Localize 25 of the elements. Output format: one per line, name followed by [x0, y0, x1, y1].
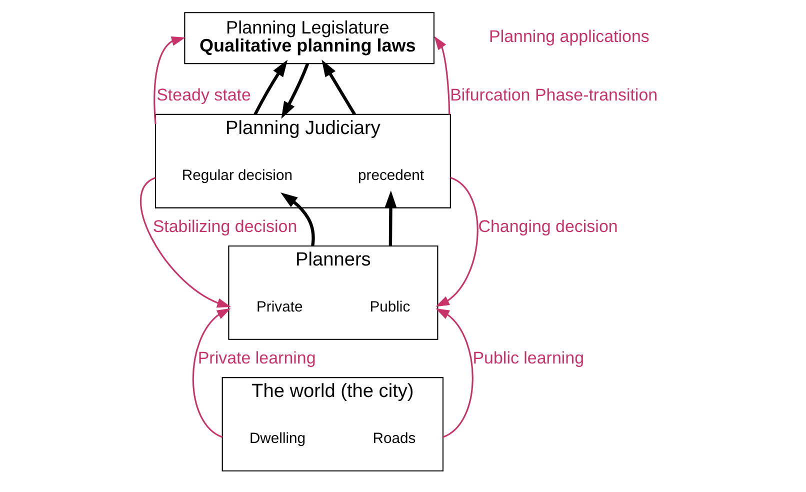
- edge-label: Stabilizing decision: [152, 217, 298, 236]
- arrow: [434, 36, 450, 114]
- arrow: [154, 36, 186, 124]
- arrow: [436, 308, 474, 438]
- edge-label: Bifurcation Phase-transition: [450, 85, 658, 104]
- node-text: precedent: [358, 168, 424, 184]
- arrow: [384, 190, 397, 246]
- edge-label: Changing decision: [478, 217, 618, 236]
- node-text: Roads: [372, 430, 416, 447]
- label: Planning applications: [489, 27, 650, 46]
- arrow: [140, 177, 232, 308]
- node-text: Private: [256, 299, 303, 316]
- node-box: Planning Legislature Qualitative planning laws: [184, 12, 434, 64]
- node-text: Regular decision: [182, 168, 292, 184]
- arrow: [436, 176, 478, 307]
- node-text: Public: [370, 299, 410, 316]
- arrow: [192, 308, 231, 438]
- arrow: [254, 60, 288, 116]
- edge-label: Steady state: [156, 85, 251, 104]
- edge-label: Public learning: [472, 348, 584, 368]
- arrow: [281, 63, 310, 119]
- arrow: [322, 60, 356, 116]
- edge-label: Private learning: [198, 348, 316, 368]
- node-text: Dwelling: [249, 430, 306, 447]
- arrow: [280, 192, 315, 246]
